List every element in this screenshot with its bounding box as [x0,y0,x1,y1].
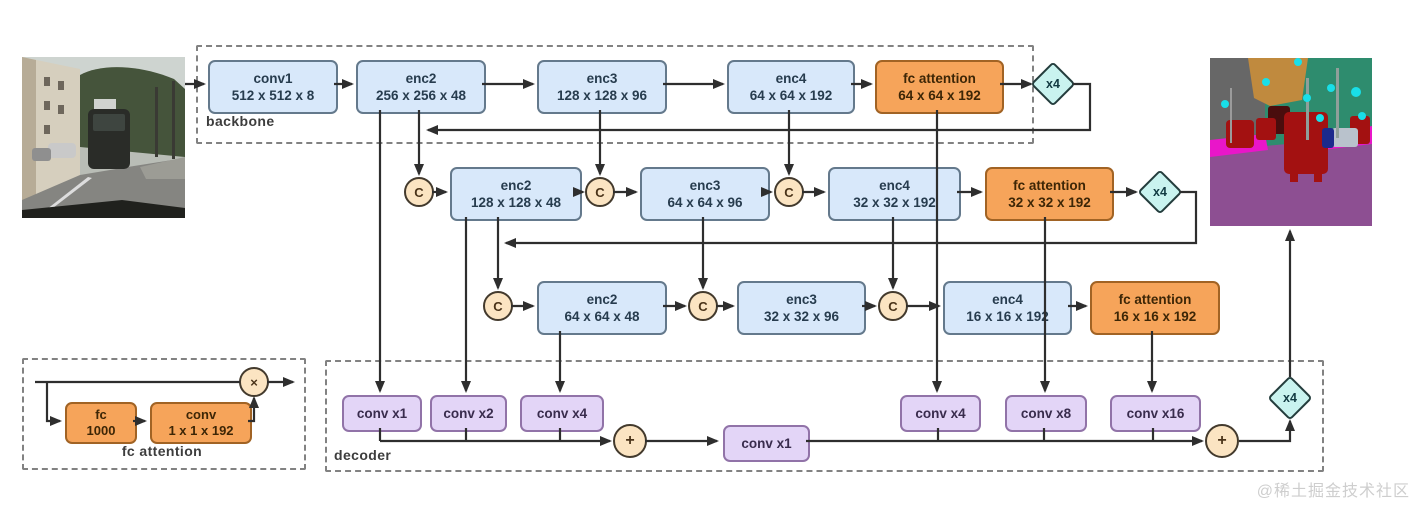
node-title: conv x4 [915,406,966,421]
node-title: fc attention [1013,178,1086,193]
concat-label: C [493,298,503,314]
node-title: conv x1 [356,406,408,421]
node-dims: 256 x 256 x 48 [375,88,467,103]
concat-label: C [698,298,708,314]
node-conv-1x1: conv 1 x 1 x 192 [150,402,252,444]
upsample-x4-diamond-s1: x4 [1030,61,1076,107]
node-dims: 32 x 32 x 192 [853,195,936,210]
backbone-label: backbone [206,113,275,129]
input-photo [22,57,185,218]
node-title: conv [185,407,217,422]
node-enc2-s2: enc2 128 x 128 x 48 [450,167,582,221]
node-title: enc2 [500,178,532,193]
fc-attention-legend-label: fc attention [121,443,203,459]
node-conv-x4-right: conv x4 [900,395,981,432]
node-conv-x8: conv x8 [1005,395,1087,432]
concat-circle: C [483,291,513,321]
concat-circle: C [404,177,434,207]
node-dims: 64 x 64 x 192 [749,88,833,103]
node-title: fc [95,407,107,422]
node-dims: 512 x 512 x 8 [231,88,315,103]
node-title: enc4 [992,292,1023,307]
node-title: conv x16 [1126,406,1185,421]
node-dims: 128 x 128 x 96 [556,88,648,103]
node-fc-attention-s2: fc attention 32 x 32 x 192 [985,167,1114,221]
node-title: fc attention [1118,292,1192,307]
node-title: enc2 [405,71,437,86]
multiply-circle: × [239,367,269,397]
add-circle: + [1205,424,1239,458]
watermark: @稀土掘金技术社区 [1256,483,1410,500]
node-fc-attention-s1: fc attention 64 x 64 x 192 [875,60,1004,114]
add-circle: + [613,424,647,458]
decoder-label: decoder [334,447,392,463]
node-dims: 1000 [86,423,116,438]
node-title: conv x4 [536,406,588,421]
node-title: conv1 [253,71,293,86]
multiply-label: × [250,374,258,390]
node-dims: 64 x 64 x 48 [564,309,640,324]
node-conv-x1-left: conv x1 [342,395,422,432]
node-title: enc3 [586,71,618,86]
decoder-group [325,360,1324,472]
upsample-x4-diamond-s2: x4 [1137,169,1183,215]
concat-circle: C [688,291,718,321]
concat-circle: C [774,177,804,207]
node-dims: 1 x 1 x 192 [168,423,234,438]
concat-circle: C [878,291,908,321]
node-title: enc2 [586,292,618,307]
concat-label: C [784,184,794,200]
node-title: conv x1 [741,436,792,451]
node-conv-x2: conv x2 [430,395,507,432]
fc-attention-legend-group [22,358,306,470]
node-title: fc attention [903,71,976,86]
node-title: enc3 [786,292,817,307]
node-enc4-s3: enc4 16 x 16 x 192 [943,281,1072,335]
node-conv-x4-left: conv x4 [520,395,604,432]
node-conv1: conv1 512 x 512 x 8 [208,60,338,114]
node-conv-x1-mid: conv x1 [723,425,810,462]
node-enc4-s1: enc4 64 x 64 x 192 [727,60,855,114]
node-fc: fc 1000 [65,402,137,444]
node-dims: 16 x 16 x 192 [966,309,1049,324]
segmentation-map [1210,58,1372,226]
concat-circle: C [585,177,615,207]
upsample-label: x4 [1283,391,1297,405]
node-dims: 32 x 32 x 96 [763,309,840,324]
input-photo-art [22,57,185,218]
upsample-label: x4 [1046,77,1060,91]
node-enc4-s2: enc4 32 x 32 x 192 [828,167,961,221]
node-dims: 32 x 32 x 192 [1008,195,1091,210]
node-title: enc3 [689,178,721,193]
node-title: conv x2 [443,406,494,421]
node-dims: 16 x 16 x 192 [1113,309,1197,324]
node-enc3-s2: enc3 64 x 64 x 96 [640,167,770,221]
node-dims: 128 x 128 x 48 [470,195,562,210]
concat-label: C [888,298,898,314]
concat-label: C [414,184,424,200]
add-label: + [625,432,635,449]
node-title: enc4 [775,71,807,86]
node-enc2-s3: enc2 64 x 64 x 48 [537,281,667,335]
node-enc3-s3: enc3 32 x 32 x 96 [737,281,866,335]
node-dims: 64 x 64 x 192 [898,88,981,103]
node-dims: 64 x 64 x 96 [667,195,743,210]
node-conv-x16: conv x16 [1110,395,1201,432]
node-enc3-s1: enc3 128 x 128 x 96 [537,60,667,114]
segmentation-map-art [1210,58,1372,226]
add-label: + [1217,432,1227,449]
node-enc2-s1: enc2 256 x 256 x 48 [356,60,486,114]
node-fc-attention-s3: fc attention 16 x 16 x 192 [1090,281,1220,335]
concat-label: C [595,184,605,200]
upsample-label: x4 [1153,185,1167,199]
node-title: conv x8 [1020,406,1072,421]
node-title: enc4 [879,178,910,193]
